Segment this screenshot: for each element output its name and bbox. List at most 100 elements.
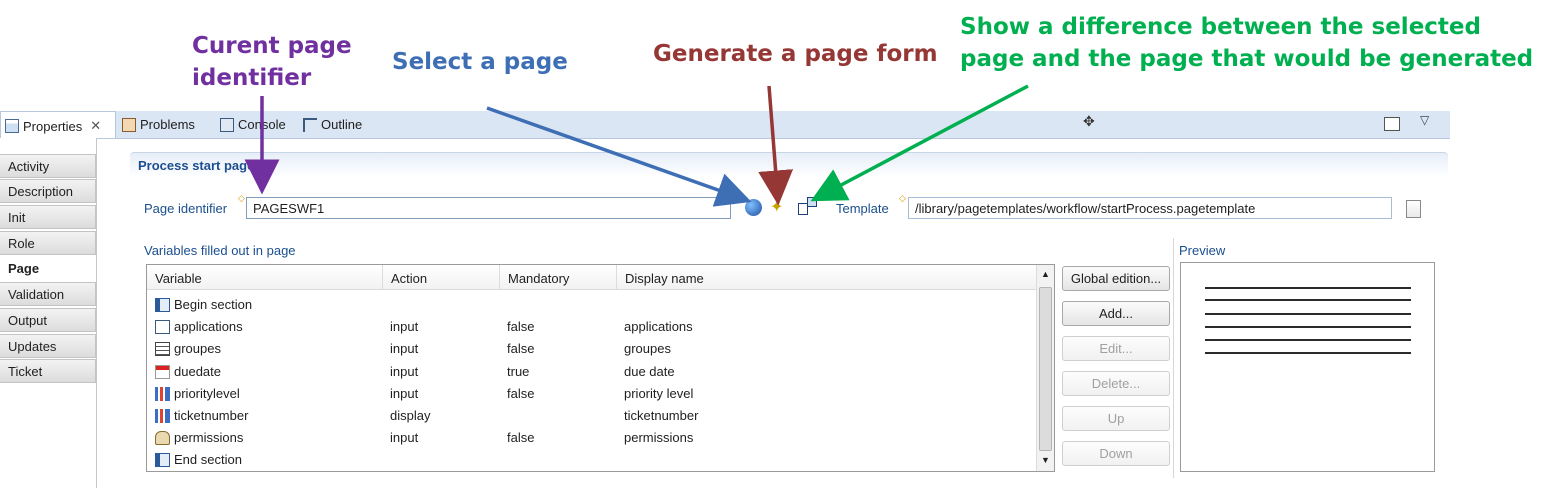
table-row[interactable]: groupes input false groupes — [147, 338, 1037, 360]
cell-action: input — [390, 341, 419, 357]
sidebar-item-ticket[interactable]: Ticket — [0, 359, 96, 383]
tab-properties[interactable]: Properties ✕ — [0, 111, 116, 138]
cell-variable: duedate — [174, 363, 221, 379]
table-scrollbar[interactable]: ▲ ▼ — [1036, 265, 1054, 471]
scroll-down-icon[interactable]: ▼ — [1041, 455, 1050, 465]
table-row[interactable]: Begin section — [147, 294, 1037, 316]
red-arrow — [758, 85, 794, 206]
cell-mandatory: false — [507, 341, 535, 357]
sidebar-item-output[interactable]: Output — [0, 308, 96, 332]
template-marker-icon: ◇ — [899, 193, 906, 203]
cell-display-name: applications — [624, 319, 693, 335]
preview-divider — [1173, 238, 1174, 478]
sidebar: Activity Description Init Role Page Vali… — [0, 138, 97, 488]
variables-label: Variables filled out in page — [144, 243, 296, 258]
cell-display-name: ticketnumber — [624, 408, 699, 423]
preview-label: Preview — [1179, 243, 1226, 258]
sidebar-item-init[interactable]: Init — [0, 205, 96, 229]
annotation-select-page: Select a page — [392, 49, 568, 75]
browse-file-icon[interactable] — [1406, 200, 1421, 218]
cell-action: input — [390, 319, 419, 335]
problems-icon — [122, 117, 136, 132]
maximize-icon[interactable] — [1384, 117, 1400, 131]
tab-outline[interactable]: Outline — [303, 117, 362, 132]
delete-button[interactable]: Delete... — [1062, 371, 1170, 396]
cell-variable: groupes — [174, 341, 221, 357]
chart-icon — [155, 386, 170, 401]
column-header-action[interactable]: Action — [383, 265, 500, 290]
column-header-variable[interactable]: Variable — [147, 265, 383, 290]
sidebar-item-activity[interactable]: Activity — [0, 154, 96, 178]
edit-button[interactable]: Edit... — [1062, 336, 1170, 361]
cell-display-name: due date — [624, 363, 675, 379]
view-tab-bar: Properties ✕ Problems Console Outline ✥ … — [0, 111, 1450, 139]
tab-outline-label: Outline — [321, 117, 363, 132]
sidebar-item-validation[interactable]: Validation — [0, 282, 96, 306]
up-button[interactable]: Up — [1062, 406, 1170, 431]
column-header-mandatory[interactable]: Mandatory — [500, 265, 617, 290]
section-icon — [155, 298, 170, 312]
list-icon — [155, 342, 170, 357]
blue-arrow — [486, 106, 752, 207]
cell-variable: prioritylevel — [174, 385, 240, 401]
scroll-thumb[interactable] — [1039, 287, 1052, 451]
table-row[interactable]: applications input false applications — [147, 316, 1037, 338]
move-cursor-icon: ✥ — [1083, 113, 1095, 129]
cell-variable: applications — [174, 319, 243, 335]
cell-display-name: permissions — [624, 430, 694, 446]
console-icon — [220, 117, 234, 132]
sidebar-item-description[interactable]: Description — [0, 179, 96, 203]
preview-line — [1205, 326, 1411, 328]
section-icon — [155, 453, 170, 468]
close-icon[interactable]: ✕ — [90, 118, 102, 133]
scroll-up-icon[interactable]: ▲ — [1041, 269, 1050, 279]
chart-icon — [155, 409, 170, 423]
cell-action: input — [390, 363, 419, 379]
preview-panel — [1180, 262, 1435, 472]
table-row[interactable]: permissions input false permissions — [147, 427, 1037, 449]
green-arrow — [810, 84, 1029, 202]
preview-line — [1205, 339, 1411, 341]
global-edition-button[interactable]: Global edition... — [1062, 266, 1170, 291]
outline-icon — [303, 117, 317, 132]
cell-variable: ticketnumber — [174, 408, 249, 423]
variables-table: Variable Action Mandatory Display name B… — [146, 264, 1055, 472]
down-button[interactable]: Down — [1062, 441, 1170, 466]
cell-variable: Begin section — [174, 297, 253, 312]
table-row[interactable]: duedate input true due date — [147, 361, 1037, 383]
cell-mandatory: false — [507, 319, 535, 335]
page-identifier-input[interactable]: PAGESWF1 — [246, 197, 731, 219]
properties-icon — [5, 119, 19, 133]
cell-mandatory: false — [507, 430, 535, 446]
table-row[interactable]: End section — [147, 449, 1037, 471]
add-button[interactable]: Add... — [1062, 301, 1170, 326]
preview-line — [1205, 352, 1411, 354]
required-marker-icon: ◇ — [238, 193, 245, 203]
preview-line — [1205, 313, 1411, 315]
sidebar-item-role[interactable]: Role — [0, 231, 96, 255]
template-input[interactable]: /library/pagetemplates/workflow/startPro… — [908, 197, 1392, 219]
template-label: Template — [836, 201, 889, 216]
view-menu-icon[interactable]: ▽ — [1420, 113, 1430, 127]
user-icon — [155, 431, 170, 446]
cell-action: input — [390, 385, 419, 401]
cell-action: input — [390, 430, 419, 446]
tab-properties-label: Properties — [23, 118, 83, 134]
sidebar-item-page[interactable]: Page — [0, 257, 96, 281]
sidebar-item-updates[interactable]: Updates — [0, 334, 96, 358]
preview-line — [1205, 287, 1411, 289]
annotation-show-difference: Show a difference between the selected p… — [960, 14, 1534, 72]
cell-variable: End section — [174, 452, 242, 468]
column-header-display-name[interactable]: Display name — [617, 265, 1037, 290]
cell-mandatory: true — [507, 363, 530, 379]
tab-problems[interactable]: Problems — [122, 117, 195, 132]
tab-problems-label: Problems — [140, 117, 195, 132]
textfield-icon — [155, 320, 170, 335]
cell-display-name: groupes — [624, 341, 671, 357]
annotation-current-page-identifier: Curent page identifier — [192, 33, 352, 91]
cell-variable: permissions — [174, 430, 244, 446]
cell-mandatory: false — [507, 385, 535, 401]
